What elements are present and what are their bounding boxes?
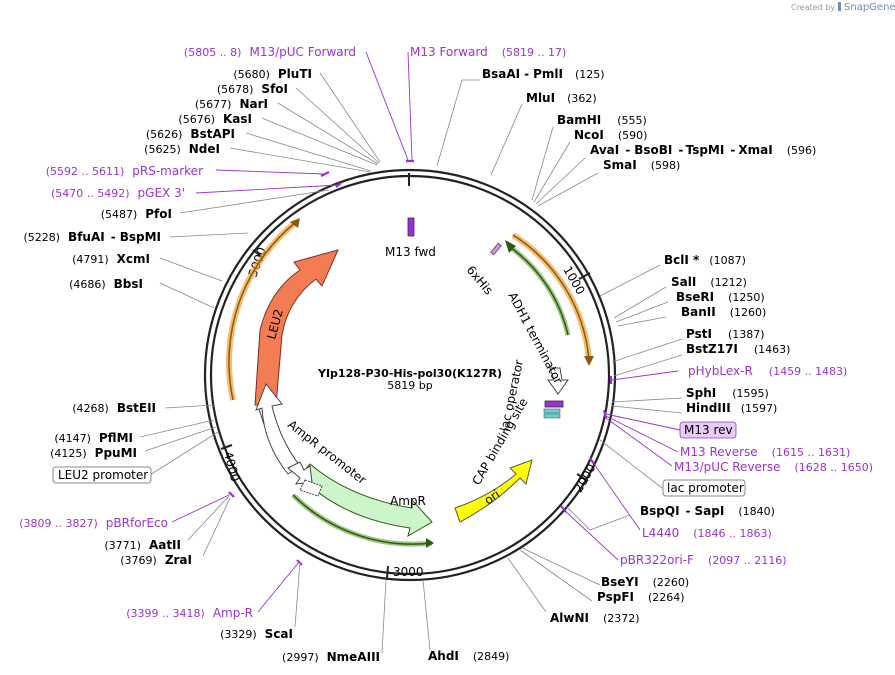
enzyme-aatii: (3771)AatII — [104, 538, 181, 552]
enzyme-nari: (5677)NarI — [195, 97, 268, 111]
enzyme-bamhi: BamHI(555) — [557, 113, 647, 127]
ampr-arrow — [299, 463, 433, 538]
enzyme-ahdi: AhdI(2849) — [428, 649, 509, 663]
enzyme-ndei: (5625)NdeI — [144, 142, 220, 156]
tick-4000: 4000 — [221, 450, 242, 483]
leu2-arrow — [254, 249, 339, 406]
enzyme-xcmi: (4791)XcmI — [72, 252, 150, 266]
enzyme-smai: SmaI(598) — [603, 158, 680, 172]
enzyme-sphi: SphI(1595) — [686, 386, 769, 400]
enzyme-pflmi: (4147)PflMI — [54, 431, 133, 445]
small-promoter-arrow — [287, 461, 313, 485]
enzyme-leaders — [139, 72, 683, 654]
label-6xhis: 6xHis — [464, 263, 496, 298]
enzyme-bstz17i: BstZ17I(1463) — [686, 342, 790, 356]
enzyme-bsteii: (4268)BstEII — [72, 401, 156, 415]
credit-text: Created by — [791, 3, 835, 12]
snapgene-logo: SnapGene — [838, 2, 895, 13]
primer-pgex3: (5470 .. 5492)pGEX 3' — [51, 186, 185, 200]
feature-arcs — [226, 218, 594, 548]
enzyme-bseyi: BseYI(2260) — [601, 575, 689, 589]
box-lac-promoter: lac promoter — [662, 479, 746, 497]
brand-text: SnapGene — [844, 2, 895, 13]
enzyme-bsaai: BsaAI-PmlI(125) — [482, 67, 605, 81]
enzyme-bseri: BseRI(1250) — [676, 290, 765, 304]
lac-promoter-arrow — [547, 367, 569, 395]
primer-m13-puc-forward: (5805 .. 8)M13/pUC Forward — [184, 45, 356, 59]
enzyme-sfoi: (5678)SfoI — [217, 82, 288, 96]
enzyme-ncoi: NcoI(590) — [574, 128, 647, 142]
enzyme-bfuai: (5228)BfuAI-BspMI — [23, 230, 161, 244]
box-leaders — [149, 431, 663, 489]
primer-pbr322ori-f: pBR322ori-F(2097 .. 2116) — [620, 553, 787, 567]
tick-2000: 2000 — [571, 461, 598, 494]
tick-3000: 3000 — [393, 565, 424, 579]
plasmid-length: 5819 bp — [387, 379, 432, 392]
enzyme-bspqi: BspQI-SapI(1840) — [640, 504, 775, 518]
primer-leaders — [171, 51, 681, 613]
enzyme-nmeaiii: (2997)NmeAIII — [282, 650, 380, 664]
enzyme-hindiii: HindIII(1597) — [686, 401, 777, 415]
enzyme-zrai: (3769)ZraI — [120, 553, 192, 567]
enzyme-banii: BanII(1260) — [681, 305, 766, 319]
enzyme-sali: SalI(1212) — [671, 275, 747, 289]
label-ampr: AmpR — [390, 494, 426, 508]
ori-arrow — [454, 459, 533, 523]
box-m13-rev-label: M13 rev — [684, 423, 733, 437]
enzyme-alwni: AlwNI(2372) — [550, 611, 640, 625]
primer-m13-puc-reverse: M13/pUC Reverse(1628 .. 1650) — [674, 460, 873, 474]
enzyme-ppumi: (4125)PpuMI — [50, 446, 137, 460]
primer-prs-marker: (5592 .. 5611)pRS-marker — [46, 164, 203, 178]
enzyme-bcli: BclI *(1087) — [664, 253, 746, 267]
primer-pbrforeco: (3809 .. 3827)pBRforEco — [19, 516, 168, 530]
primer-m13-reverse: M13 Reverse(1615 .. 1631) — [680, 445, 850, 459]
feature-arrows — [254, 217, 569, 538]
primer-amp-r: (3399 .. 3418)Amp-R — [126, 606, 253, 620]
enzyme-mlui: MluI(362) — [526, 91, 597, 105]
enzyme-psti: PstI(1387) — [686, 327, 765, 341]
box-leu2-promoter: LEU2 promoter — [52, 466, 152, 484]
enzyme-pspfi: PspFI(2264) — [597, 590, 685, 604]
enzyme-pluti: (5680)PluTI — [233, 67, 312, 81]
primer-m13-forward: M13 Forward(5819 .. 17) — [410, 45, 566, 59]
enzyme-avai: AvaI-BsoBI-TspMI-XmaI(596) — [590, 143, 816, 157]
enzyme-scai: (3329)ScaI — [220, 627, 293, 641]
plasmid-name: YIp128-P30-His-pol30(K127R) — [317, 367, 502, 380]
box-leu2-promoter-label: LEU2 promoter — [58, 468, 148, 482]
enzyme-pfoi: (5487)PfoI — [101, 207, 172, 221]
enzyme-bstapi: (5626)BstAPI — [146, 127, 235, 141]
enzyme-kasi: (5676)KasI — [178, 112, 252, 126]
box-lac-promoter-label: lac promoter — [667, 481, 744, 495]
label-m13-fwd: M13 fwd — [385, 245, 436, 259]
primer-phyblex-r: pHybLex-R(1459 .. 1483) — [688, 364, 847, 378]
enzyme-bbsi: (4686)BbsI — [69, 277, 143, 291]
box-m13-rev: M13 rev — [679, 421, 737, 439]
primer-l4440: L4440(1846 .. 1863) — [642, 526, 772, 540]
